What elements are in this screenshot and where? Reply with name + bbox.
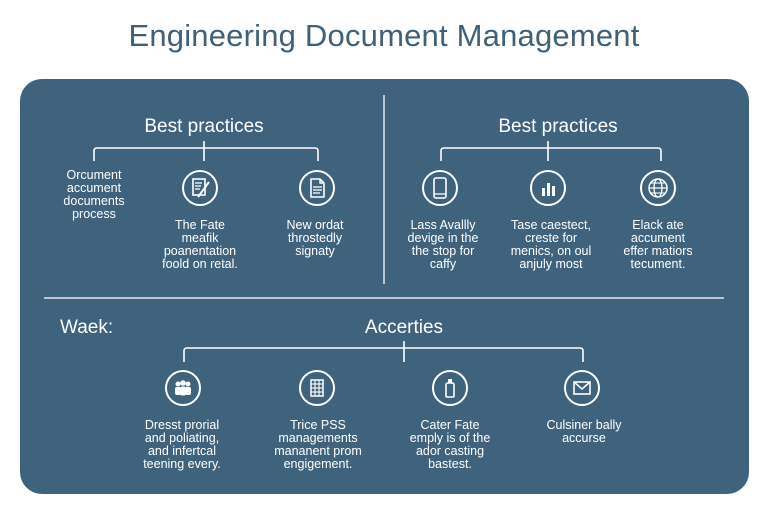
item-text: Orcument accument documents process	[63, 168, 125, 221]
tablet-icon	[422, 170, 458, 206]
section-side-label: Waek:	[60, 317, 114, 338]
page-title: Engineering Document Management	[128, 18, 640, 53]
bottle-icon	[432, 370, 468, 406]
section-heading-top-right: Best practices	[498, 116, 618, 137]
building-icon	[299, 370, 335, 406]
section-heading-top-left: Best practices	[144, 116, 264, 137]
diagram-connectors	[44, 95, 724, 362]
item-text: Cater Fate emply is of the ador casting …	[409, 418, 491, 471]
item-text: New ordat throstedly signaty	[286, 218, 344, 258]
envelope-icon	[564, 370, 600, 406]
globe-icon	[640, 170, 676, 206]
item-text: Tase caestect, creste for menics, on oul…	[510, 218, 592, 271]
document-edit-icon	[182, 170, 218, 206]
section-heading-bottom: Accerties	[364, 317, 444, 338]
item-text: The Fate meafik poanentation foold on re…	[162, 218, 238, 271]
document-icon	[299, 170, 335, 206]
item-text: Dresst prorial and poliating, and infert…	[143, 418, 221, 471]
item-text: Lass Avallly devige in the the stop for …	[407, 218, 479, 271]
item-text: Elack ate accument effer matiors tecumen…	[623, 218, 693, 271]
item-text: Culsiner bally accurse	[546, 418, 622, 445]
bar-chart-icon	[530, 170, 566, 206]
team-icon	[165, 370, 201, 406]
diagram-panel: Best practices Best practices Waek: Acce…	[20, 79, 749, 494]
item-text: Trice PSS managements mananent prom engi…	[274, 418, 362, 471]
